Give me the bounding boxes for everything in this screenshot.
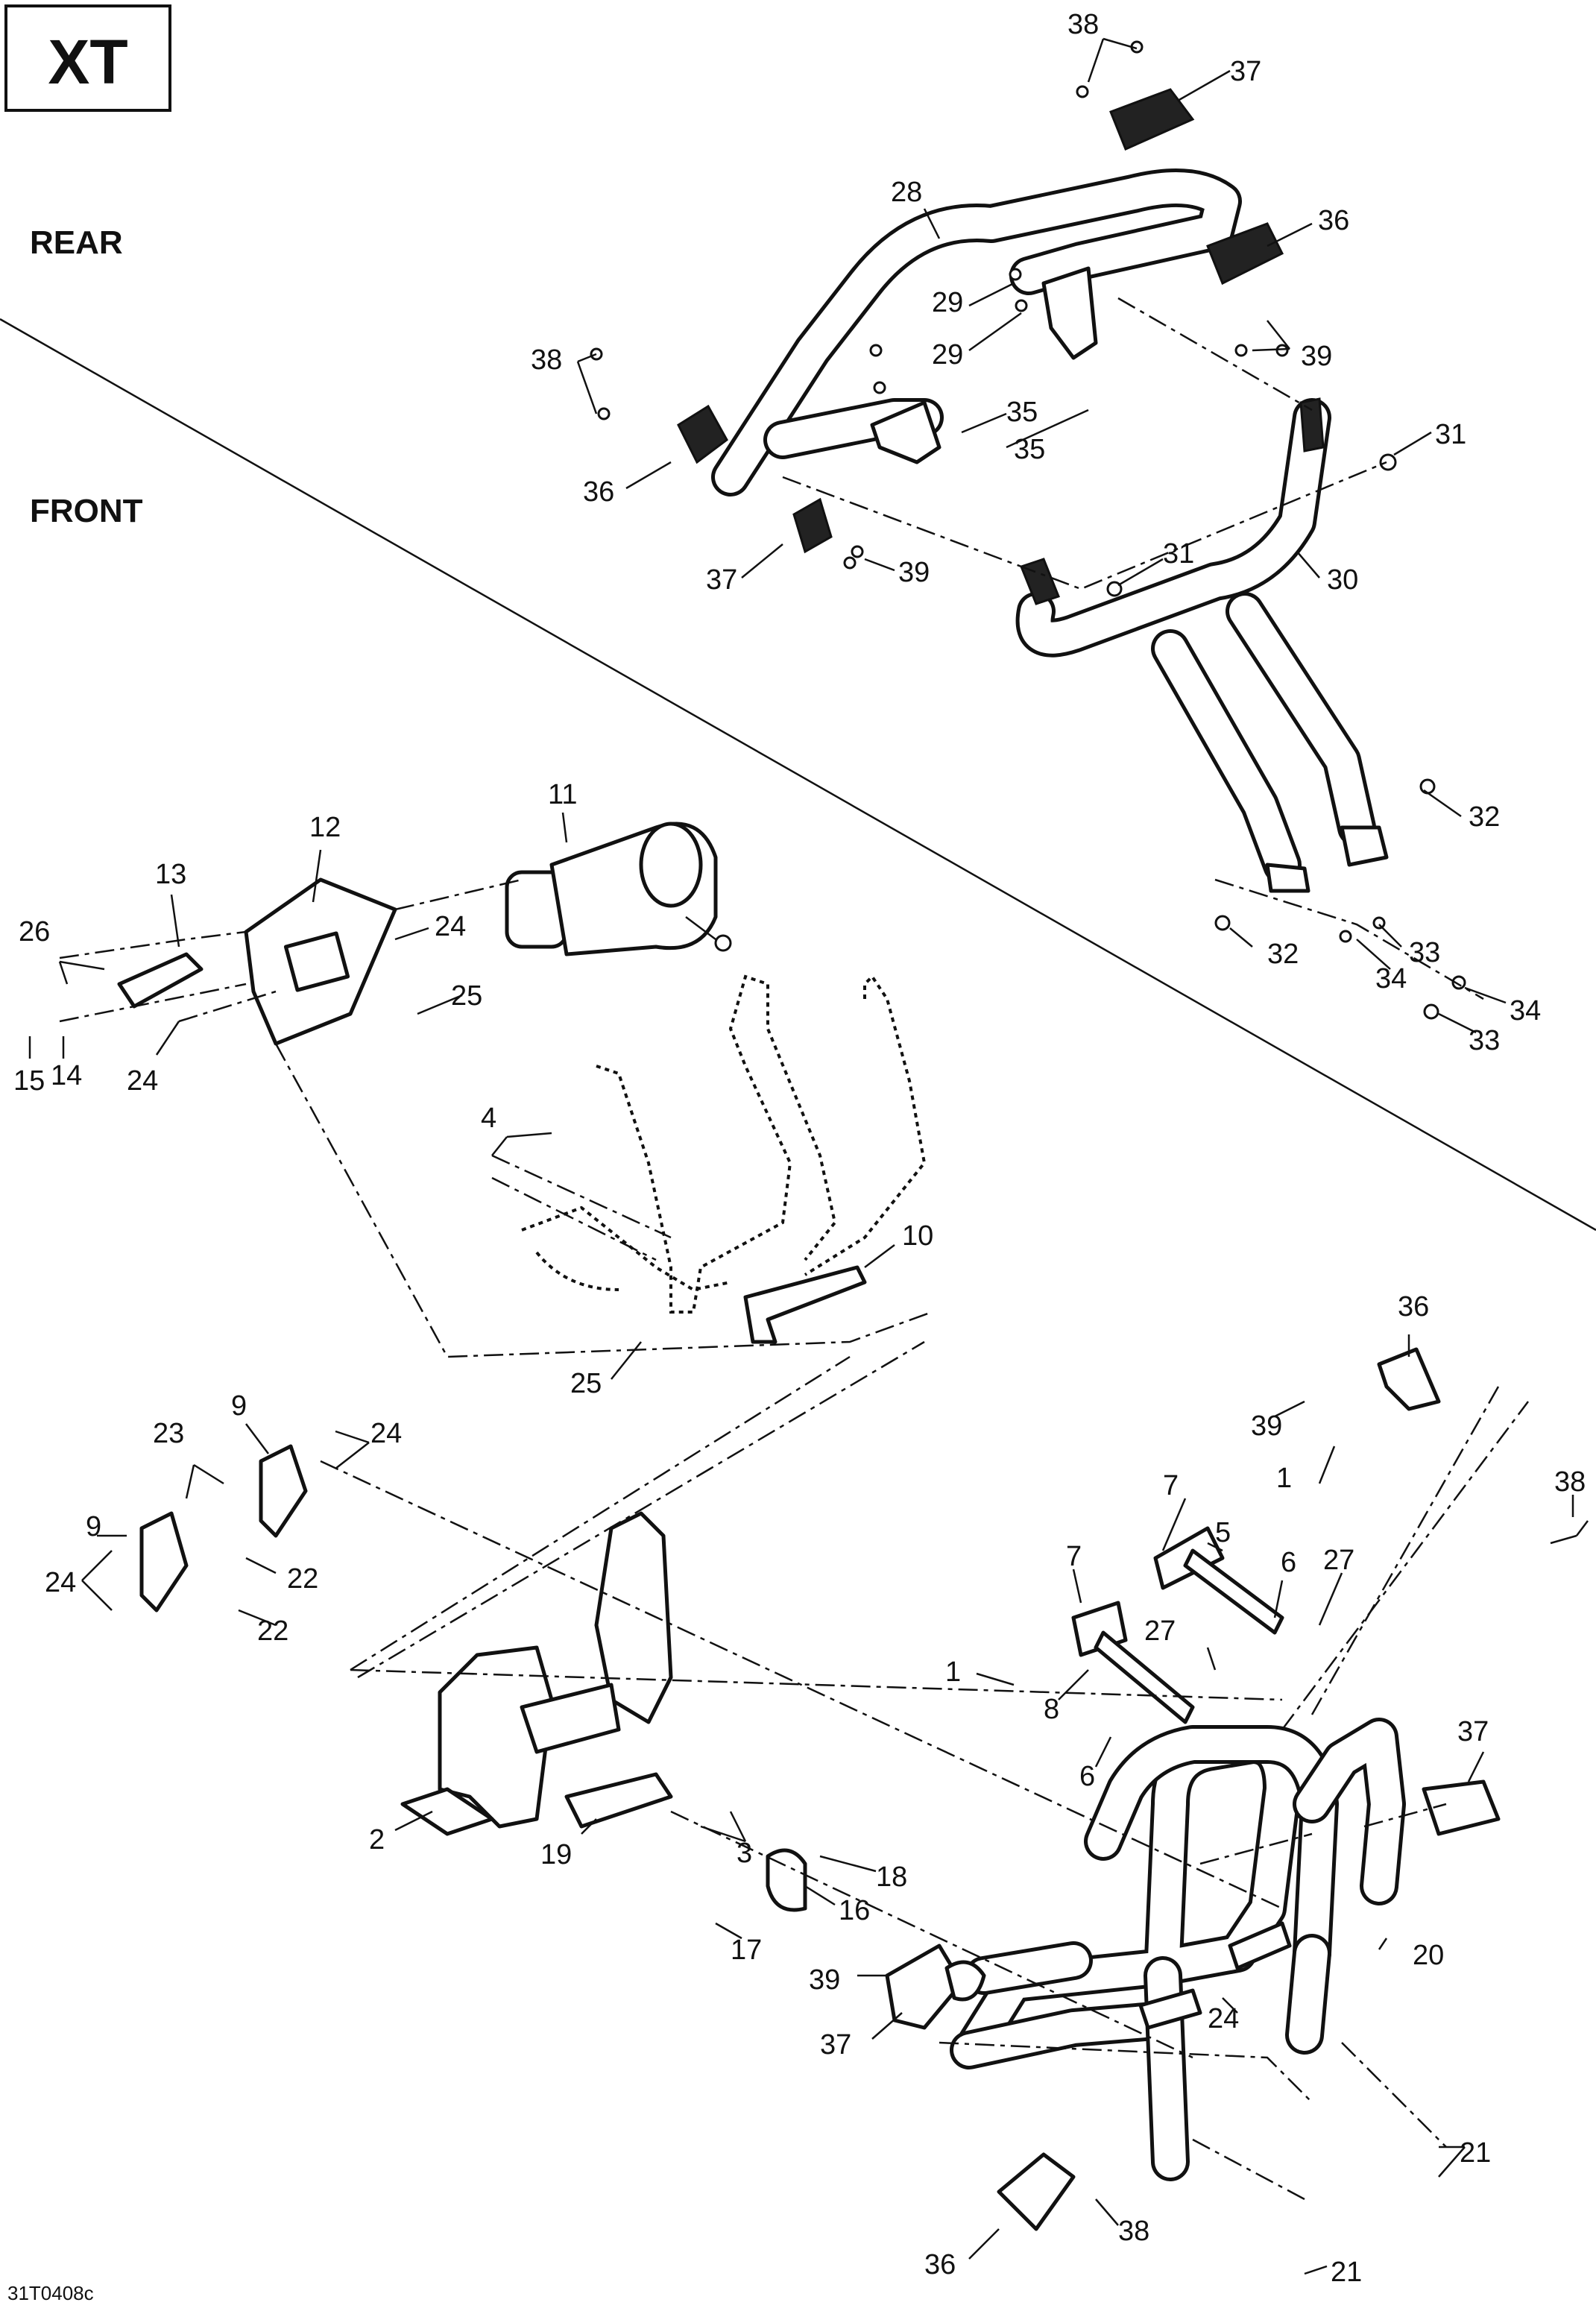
- callout-25: 25: [451, 980, 482, 1012]
- callout-24: 24: [435, 911, 466, 942]
- callout-30: 30: [1327, 564, 1358, 596]
- callout-1: 1: [1276, 1463, 1292, 1494]
- callout-37: 37: [820, 2029, 851, 2061]
- front-bumper: [950, 1718, 1406, 2181]
- model-badge-box: [4, 4, 171, 112]
- callout-39: 39: [1301, 341, 1332, 372]
- callout-11: 11: [548, 779, 577, 810]
- callout-9: 9: [231, 1390, 247, 1422]
- front-label: FRONT: [30, 493, 143, 529]
- callout-25: 25: [570, 1368, 602, 1399]
- callout-35: 35: [1014, 434, 1045, 465]
- rear-bumper-assembly: [677, 88, 1389, 893]
- callout-14: 14: [51, 1060, 82, 1091]
- callout-5: 5: [1215, 1517, 1231, 1548]
- callout-27: 27: [1323, 1545, 1354, 1576]
- callout-24: 24: [370, 1418, 402, 1449]
- callout-32: 32: [1469, 801, 1500, 833]
- callout-39: 39: [898, 557, 930, 588]
- callout-9: 9: [86, 1511, 101, 1542]
- callout-38: 38: [1554, 1466, 1586, 1498]
- callout-4: 4: [481, 1103, 496, 1134]
- callout-1: 1: [945, 1656, 961, 1688]
- callout-37: 37: [1230, 56, 1261, 87]
- leader-lines: [28, 37, 1589, 2275]
- footrest-brackets: [1071, 1526, 1284, 1724]
- callout-38: 38: [1067, 9, 1099, 40]
- callout-29: 29: [932, 287, 963, 318]
- front-cover: [400, 1511, 807, 1912]
- callout-12: 12: [309, 812, 341, 843]
- callout-36: 36: [1318, 205, 1349, 236]
- callout-24: 24: [1208, 2003, 1239, 2034]
- callout-37: 37: [706, 564, 737, 596]
- assembly-lines: [59, 297, 1529, 2201]
- front-frame: [521, 974, 927, 1344]
- callout-8: 8: [1044, 1694, 1059, 1725]
- callout-2: 2: [369, 1824, 385, 1856]
- callout-32: 32: [1267, 939, 1299, 970]
- callout-34: 34: [1510, 995, 1541, 1027]
- callout-35: 35: [1006, 397, 1038, 428]
- callout-23: 23: [153, 1418, 184, 1449]
- callout-17: 17: [731, 1935, 762, 1966]
- callout-36: 36: [1398, 1291, 1429, 1322]
- callout-20: 20: [1413, 1940, 1444, 1971]
- divider-line: [0, 318, 1596, 1232]
- callout-36: 36: [924, 2249, 956, 2280]
- callout-29: 29: [932, 339, 963, 371]
- callout-24: 24: [45, 1567, 76, 1598]
- callout-6: 6: [1281, 1547, 1296, 1578]
- callout-7: 7: [1066, 1541, 1082, 1572]
- callout-labels: 38 37 28 36 29 29 39 38 35 35 31 36 31 3…: [13, 9, 1586, 2288]
- rear-fasteners: [590, 40, 1466, 1020]
- callout-22: 22: [257, 1615, 288, 1647]
- callout-38: 38: [1118, 2216, 1149, 2247]
- callout-33: 33: [1469, 1025, 1500, 1056]
- callout-16: 16: [839, 1895, 870, 1926]
- callout-27: 27: [1144, 1615, 1176, 1647]
- callout-26: 26: [19, 916, 50, 948]
- model-badge: XT: [48, 27, 127, 97]
- callout-31: 31: [1435, 419, 1466, 450]
- callout-22: 22: [287, 1563, 318, 1595]
- callout-24: 24: [127, 1065, 158, 1097]
- callout-7: 7: [1163, 1470, 1179, 1501]
- callout-21: 21: [1331, 2257, 1362, 2288]
- winch-assembly: [117, 822, 732, 1046]
- callout-34: 34: [1375, 963, 1407, 994]
- callout-38: 38: [531, 344, 562, 376]
- callout-21: 21: [1460, 2137, 1491, 2169]
- front-caps: [885, 1347, 1501, 2231]
- callout-13: 13: [155, 859, 186, 890]
- callout-10: 10: [902, 1220, 933, 1252]
- callout-39: 39: [1251, 1410, 1282, 1442]
- callout-18: 18: [876, 1861, 907, 1893]
- drawing-code: 31T0408c: [7, 2282, 94, 2304]
- callout-28: 28: [891, 177, 922, 208]
- callout-19: 19: [540, 1839, 572, 1870]
- rear-label: REAR: [30, 224, 123, 261]
- callout-33: 33: [1409, 937, 1440, 968]
- callout-39: 39: [809, 1964, 840, 1996]
- callout-3: 3: [737, 1838, 752, 1869]
- callout-15: 15: [13, 1065, 45, 1097]
- callout-37: 37: [1457, 1716, 1489, 1747]
- callout-6: 6: [1079, 1761, 1095, 1792]
- mount-brackets: [139, 1444, 308, 1612]
- callout-36: 36: [583, 476, 614, 508]
- callout-31: 31: [1163, 538, 1194, 570]
